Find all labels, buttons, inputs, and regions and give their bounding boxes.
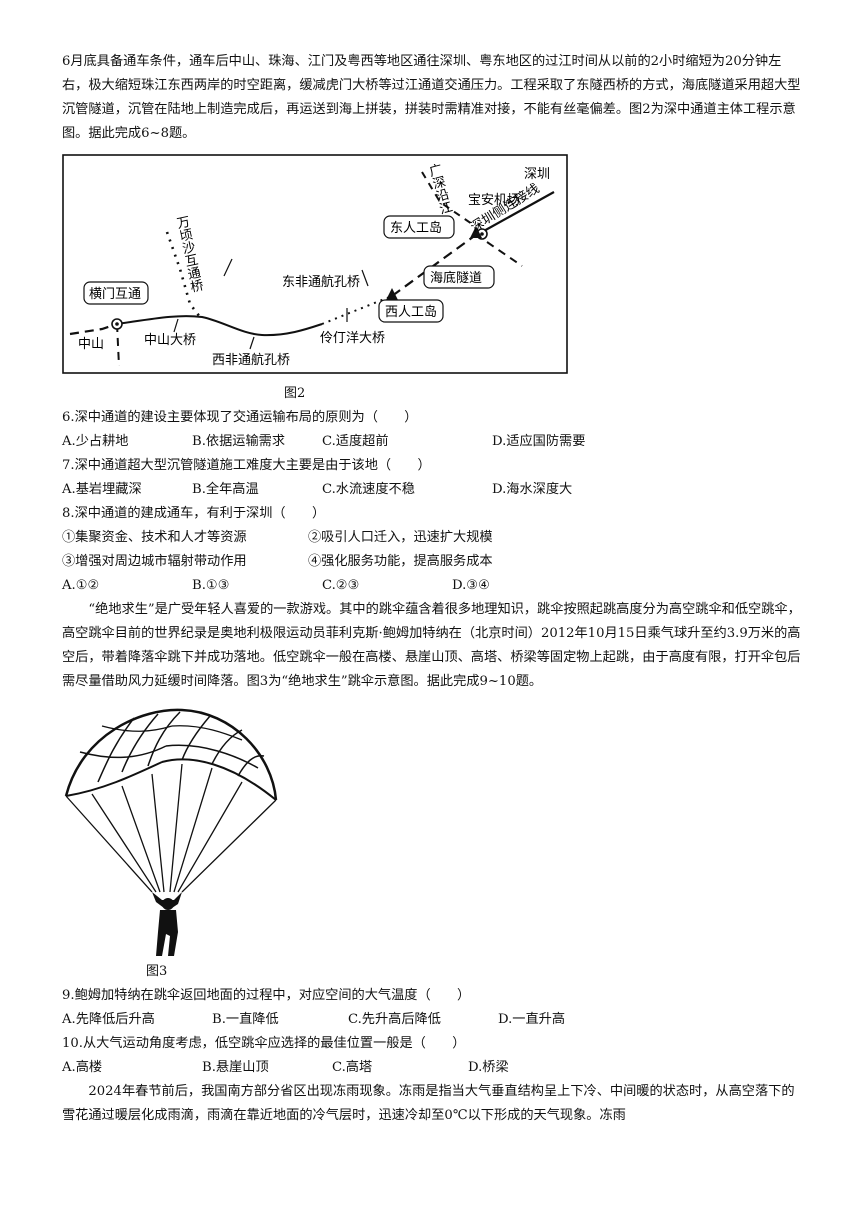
option: C.高塔 bbox=[332, 1060, 373, 1075]
shenzhen-label: 深圳 bbox=[524, 167, 550, 182]
diagram-frame bbox=[62, 154, 568, 374]
question-6-stem: 6.深中通道的建设主要体现了交通运输布局的原则为（ ） bbox=[62, 410, 418, 425]
question-7-options: A.基岩埋藏深 B.全年高温 C.水流速度不稳 D.海水深度大 bbox=[62, 478, 802, 502]
question-9-stem: 9.鲍姆加特纳在跳伞返回地面的过程中，对应空间的大气温度（ ） bbox=[62, 988, 471, 1003]
option: B.悬崖山顶 bbox=[202, 1060, 269, 1075]
skydiver-silhouette bbox=[152, 892, 182, 956]
question-8-items: ①集聚资金、技术和人才等资源 ②吸引人口迁入，迅速扩大规模 ③增强对周边城市辐射… bbox=[62, 526, 802, 574]
passage-intro-parachute: “绝地求生”是广受年轻人喜爱的一款游戏。其中的跳伞蕴含着很多地理知识，跳伞按照起… bbox=[62, 602, 801, 689]
xifei-label: 西非通航孔桥 bbox=[212, 352, 290, 368]
south-link-line bbox=[486, 241, 523, 267]
shenzhen-connector-line bbox=[481, 191, 555, 233]
question-7-stem: 7.深中通道超大型沉管隧道施工难度大主要是由于该地（ ） bbox=[62, 458, 431, 473]
option: D.③④ bbox=[452, 578, 490, 593]
question-6-options: A.少占耕地 B.依据运输需求 C.适度超前 D.适应国防需要 bbox=[62, 430, 802, 454]
figure-2: 横门互通 中山 中山大桥 西非通航孔桥 东非通航孔桥 伶仃洋大桥 西人工岛 海底… bbox=[62, 150, 802, 382]
wanqing-link-line bbox=[165, 231, 202, 318]
option: D.适应国防需要 bbox=[492, 434, 586, 449]
undersea-tunnel-line bbox=[391, 233, 478, 297]
question-9-options: A.先降低后升高 B.一直降低 C.先升高后降低 D.一直升高 bbox=[62, 1008, 802, 1032]
statement: ③增强对周边城市辐射带动作用 bbox=[62, 554, 247, 569]
question-8-options: A.①② B.①③ C.②③ D.③④ bbox=[62, 574, 802, 598]
east-island-label: 东人工岛 bbox=[390, 220, 442, 236]
east-island-marker bbox=[470, 226, 482, 238]
parachute-illustration bbox=[64, 708, 278, 956]
canopy-outline bbox=[64, 708, 278, 801]
question-10-options: A.高楼 B.悬崖山顶 C.高塔 D.桥梁 bbox=[62, 1056, 802, 1080]
passage-intro-freezing-rain: 2024年春节前后，我国南方部分省区出现冻雨现象。冻雨是指当大气垂直结构呈上下冷… bbox=[62, 1084, 795, 1123]
option: A.基岩埋藏深 bbox=[62, 482, 142, 497]
question-8-stem: 8.深中通道的建成通车，有利于深圳（ ） bbox=[62, 506, 326, 521]
west-island-marker bbox=[386, 288, 398, 300]
hengmen-link-line bbox=[116, 323, 120, 367]
shenzhong-diagram: 横门互通 中山 中山大桥 西非通航孔桥 东非通航孔桥 伶仃洋大桥 西人工岛 海底… bbox=[62, 154, 568, 374]
west-island-label: 西人工岛 bbox=[385, 304, 437, 320]
statement: ④强化服务功能，提高服务成本 bbox=[308, 554, 493, 569]
statement: ②吸引人口迁入，迅速扩大规模 bbox=[308, 530, 493, 545]
figure-3 bbox=[62, 698, 802, 960]
option: A.先降低后升高 bbox=[62, 1012, 155, 1027]
exam-page: 6月底具备通车条件，通车后中山、珠海、江门及粤西等地区通往深圳、粤东地区的过江时… bbox=[62, 50, 802, 1128]
figure-2-caption: 图2 bbox=[284, 386, 306, 401]
option: B.①③ bbox=[192, 578, 230, 593]
option: B.全年高温 bbox=[192, 482, 259, 497]
undersea-label: 海底隧道 bbox=[430, 270, 482, 286]
option: C.先升高后降低 bbox=[348, 1012, 441, 1027]
figure-3-caption: 图3 bbox=[146, 964, 168, 979]
option: B.一直降低 bbox=[212, 1012, 279, 1027]
statement: ①集聚资金、技术和人才等资源 bbox=[62, 530, 247, 545]
zhongshan-bridge-label: 中山大桥 bbox=[144, 333, 196, 348]
option: C.适度超前 bbox=[322, 434, 389, 449]
option: A.高楼 bbox=[62, 1060, 103, 1075]
option: D.一直升高 bbox=[498, 1012, 566, 1027]
passage-intro-shenzhong: 6月底具备通车条件，通车后中山、珠海、江门及粤西等地区通往深圳、粤东地区的过江时… bbox=[62, 54, 801, 141]
option: A.少占耕地 bbox=[62, 434, 129, 449]
suspension-lines bbox=[65, 763, 277, 893]
option: D.桥梁 bbox=[468, 1060, 509, 1075]
option: C.②③ bbox=[322, 578, 360, 593]
option: D.海水深度大 bbox=[492, 482, 573, 497]
question-10-stem: 10.从大气运动角度考虑，低空跳伞应选择的最佳位置一般是（ ） bbox=[62, 1036, 466, 1051]
option: B.依据运输需求 bbox=[192, 434, 286, 449]
option: A.①② bbox=[62, 578, 100, 593]
zhongshan-link-line bbox=[69, 322, 118, 336]
lingding-label: 伶仃洋大桥 bbox=[320, 331, 385, 346]
xifei-bridge-line bbox=[116, 315, 323, 337]
zhongshan-label: 中山 bbox=[78, 337, 104, 352]
baoan-label: 宝安机场 bbox=[468, 193, 520, 208]
hengmen-label: 横门互通 bbox=[89, 287, 141, 302]
dongfei-label: 东非通航孔桥 bbox=[282, 274, 360, 290]
option: C.水流速度不稳 bbox=[322, 482, 415, 497]
